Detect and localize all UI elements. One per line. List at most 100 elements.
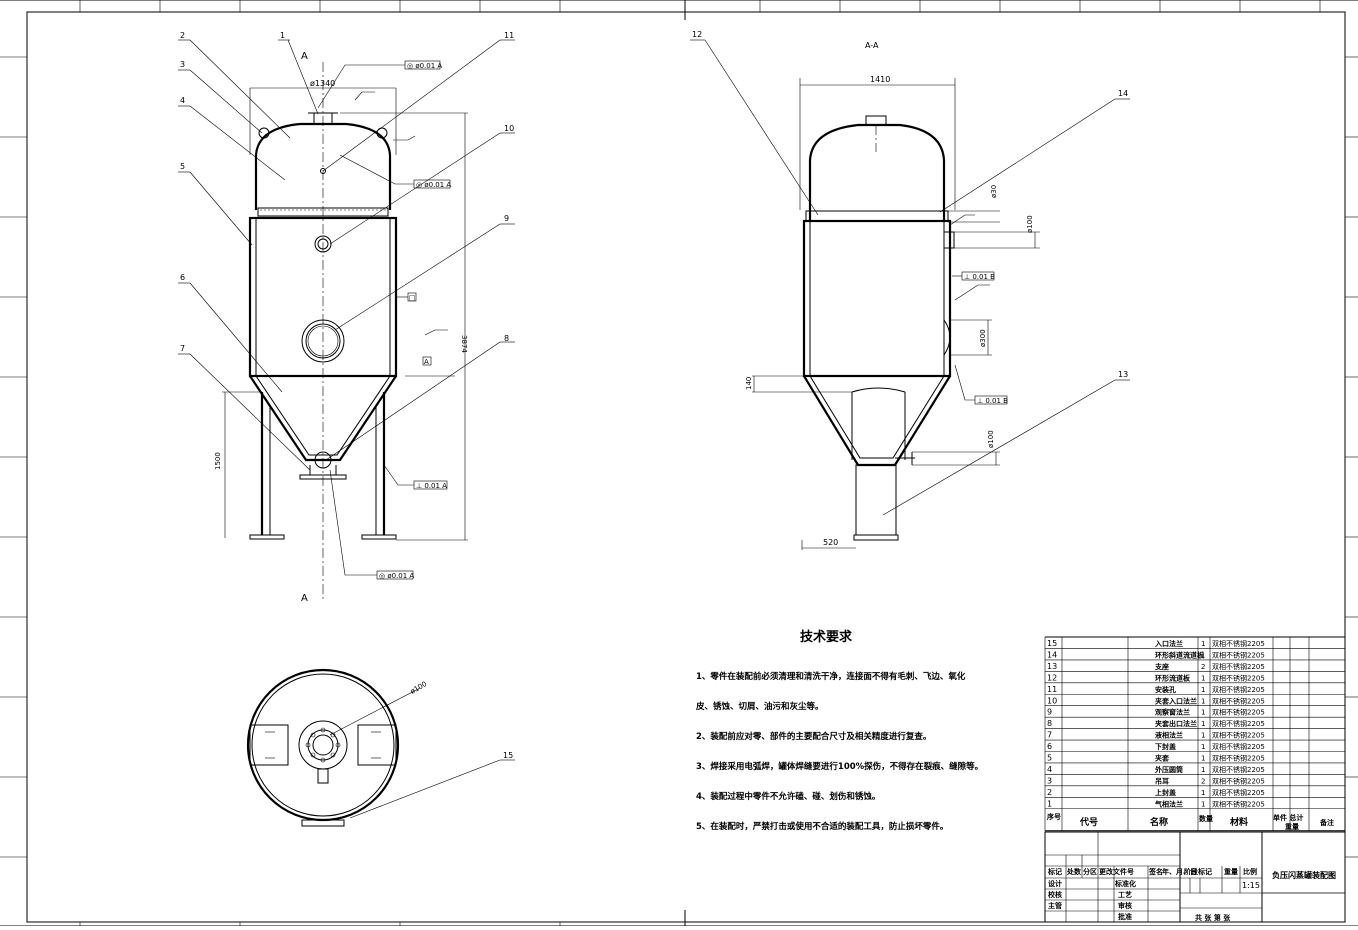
dim-diameter: ø1340 bbox=[310, 79, 335, 88]
title-block: 标记 处数 分区 更改文件号 签名 年、月、日 设计 校核 主管 标准化 工艺 … bbox=[1044, 831, 1346, 923]
bom-row-material: 双相不锈钢2205 bbox=[1212, 639, 1265, 648]
dim-d30: ø30 bbox=[990, 185, 998, 198]
tech-requirements: 技术要求 1、零件在装配前必须清理和清洗干净，连接面不得有毛刺、飞边、氧化 皮、… bbox=[696, 626, 1026, 832]
balloon-2: 2 bbox=[180, 31, 185, 40]
bom-row-material: 双相不锈钢2205 bbox=[1212, 673, 1265, 682]
balloon-14: 14 bbox=[1118, 89, 1128, 98]
balloon-8: 8 bbox=[504, 334, 509, 343]
bom-row-qty: 2 bbox=[1201, 663, 1205, 671]
bom-row-material: 双相不锈钢2205 bbox=[1212, 799, 1265, 808]
dim-d100b: ø100 bbox=[987, 430, 995, 448]
rev-h-2: 分区 bbox=[1083, 867, 1097, 876]
bom-row-name: 支座 bbox=[1154, 662, 1169, 671]
jacket-outlet-flange bbox=[314, 451, 332, 469]
support-legs bbox=[249, 392, 397, 540]
section-mark-top: A bbox=[301, 51, 308, 62]
bom-row-no: 15 bbox=[1047, 639, 1057, 648]
top-view: ø100 15 bbox=[246, 668, 515, 827]
bom-row-qty: 1 bbox=[1201, 651, 1205, 659]
bom-row-name: 上封盖 bbox=[1155, 788, 1176, 797]
bom-row-qty: 1 bbox=[1201, 674, 1205, 682]
role-approve: 批准 bbox=[1118, 912, 1132, 921]
front-view: ø1340 3874 1500 A A ◎ ø0.01 A ◎ ø0.01 A … bbox=[178, 31, 515, 604]
bom-row-qty: 1 bbox=[1201, 686, 1205, 694]
balloon-4: 4 bbox=[180, 96, 185, 105]
dim-leg-height: 1500 bbox=[214, 452, 222, 470]
dim-d300: ø300 bbox=[979, 329, 987, 347]
dim-bottom-width: 520 bbox=[823, 538, 838, 547]
dim-height: 3874 bbox=[460, 335, 468, 353]
bom-row-qty: 1 bbox=[1201, 640, 1205, 648]
bom-row-no: 11 bbox=[1047, 685, 1057, 694]
req-item-3: 3、焊接采用电弧焊，罐体焊缝要进行100%探伤，不得存在裂痕、缝隙等。 bbox=[696, 762, 984, 772]
tolerance-4: ⊥ 0.01 A bbox=[416, 482, 447, 490]
bom-row-material: 双相不锈钢2205 bbox=[1212, 776, 1265, 785]
bom-row-no: 9 bbox=[1047, 708, 1052, 717]
tolerance-b1: ⊥ 0.01 B bbox=[964, 273, 995, 281]
balloon-11: 11 bbox=[504, 31, 514, 40]
front-balloons: 2 1 3 4 5 6 7 11 10 bbox=[178, 31, 515, 471]
bom-row-name: 液相法兰 bbox=[1155, 731, 1183, 740]
bom-row-name: 安装孔 bbox=[1155, 685, 1176, 694]
tech-requirements-title: 技术要求 bbox=[799, 630, 852, 645]
bom-header-no: 序号 bbox=[1046, 812, 1061, 821]
section-title: A-A bbox=[865, 41, 879, 50]
bom-row-name: 入口法兰 bbox=[1154, 639, 1183, 648]
sight-glass-flange bbox=[301, 319, 345, 363]
bom-row-qty: 1 bbox=[1201, 720, 1205, 728]
rev-h-4: 签名 bbox=[1148, 867, 1163, 876]
lifting-lug-left bbox=[258, 127, 270, 139]
stage-header: 阶段标记 bbox=[1184, 867, 1212, 876]
bom-row-qty: 1 bbox=[1201, 732, 1205, 740]
tolerance-5: □ bbox=[409, 294, 416, 302]
scale-value: 1:15 bbox=[1242, 881, 1260, 890]
bom-row-name: 夹套 bbox=[1155, 754, 1170, 763]
section-mark-bottom: A bbox=[301, 593, 308, 604]
rev-h-5: 年、月、日 bbox=[1162, 867, 1197, 876]
role-design: 设计 bbox=[1048, 879, 1062, 888]
dim-d100a: ø100 bbox=[1026, 215, 1034, 233]
bom-row-no: 10 bbox=[1047, 696, 1057, 705]
bom-row-no: 2 bbox=[1047, 788, 1052, 797]
bom-header-name: 名称 bbox=[1150, 816, 1168, 828]
balloon-12: 12 bbox=[692, 30, 702, 39]
bom-row-material: 双相不锈钢2205 bbox=[1212, 731, 1265, 740]
bom-header-code: 代号 bbox=[1079, 816, 1098, 828]
bom-row-name: 观察窗法兰 bbox=[1155, 708, 1190, 717]
bom-row-material: 双相不锈钢2205 bbox=[1212, 696, 1265, 705]
bom-row-qty: 1 bbox=[1201, 697, 1205, 705]
bom-row-name: 夹套出口法兰 bbox=[1155, 719, 1197, 728]
bom-row-qty: 1 bbox=[1201, 743, 1205, 751]
bom-header-remark: 备注 bbox=[1319, 818, 1334, 827]
bom-row-name: 环形斜道流道板 bbox=[1155, 650, 1205, 659]
bom-header-qty: 数量 bbox=[1199, 814, 1213, 823]
bom-row-no: 7 bbox=[1047, 731, 1052, 740]
bom-row-material: 双相不锈钢2205 bbox=[1212, 788, 1265, 797]
bom-row-name: 夹套入口法兰 bbox=[1155, 696, 1197, 705]
bom-row-no: 3 bbox=[1047, 776, 1052, 785]
bom-row-no: 5 bbox=[1047, 754, 1052, 763]
bom-row-qty: 1 bbox=[1201, 709, 1205, 717]
tolerance-1: ◎ ø0.01 A bbox=[407, 62, 442, 70]
drawing-title: 负压闪蒸罐装配图 bbox=[1272, 870, 1336, 880]
balloon-5: 5 bbox=[180, 162, 185, 171]
balloon-15: 15 bbox=[503, 751, 513, 760]
sheet-footer: 共 张 第 张 bbox=[1195, 913, 1231, 922]
section-support bbox=[855, 464, 897, 536]
balloon-6: 6 bbox=[180, 273, 185, 282]
bom-header-unit-total: 单件 总计 bbox=[1273, 813, 1303, 822]
role-manager: 主管 bbox=[1048, 901, 1062, 910]
bom-row-no: 8 bbox=[1047, 719, 1052, 728]
bom-header-weight: 重量 bbox=[1285, 822, 1299, 831]
balloon-7: 7 bbox=[180, 344, 185, 353]
role-standard: 标准化 bbox=[1114, 879, 1136, 888]
bom-row-material: 双相不锈钢2205 bbox=[1212, 742, 1265, 751]
bom-row-qty: 1 bbox=[1201, 755, 1205, 763]
role-process: 工艺 bbox=[1118, 890, 1132, 899]
req-item-2: 2、装配前应对零、部件的主要配合尺寸及相关精度进行复查。 bbox=[696, 732, 932, 742]
balloon-9: 9 bbox=[504, 214, 509, 223]
bom-row-material: 双相不锈钢2205 bbox=[1212, 650, 1265, 659]
